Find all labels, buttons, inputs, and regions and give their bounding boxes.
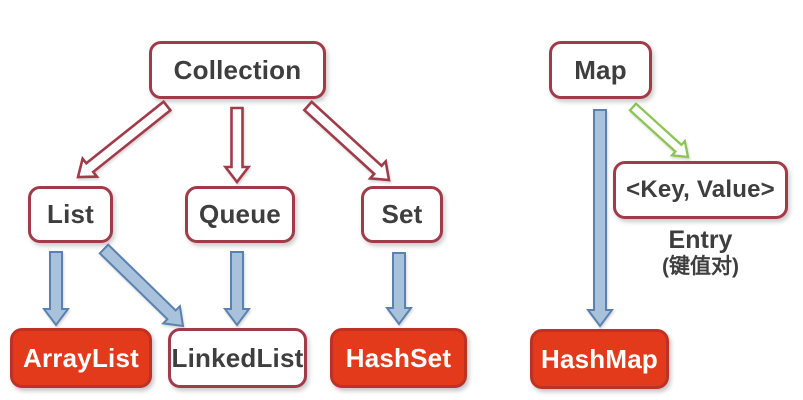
arrow-list-to-arraylist bbox=[42, 251, 70, 327]
node-arraylist: ArrayList bbox=[10, 328, 152, 388]
arrow-collection-to-list bbox=[76, 99, 173, 179]
arrow-map-to-hashmap bbox=[586, 109, 614, 328]
arrow-set-to-hashset bbox=[385, 252, 413, 326]
arrow-list-to-linkedlist bbox=[98, 243, 185, 328]
node-linkedlist: LinkedList bbox=[168, 328, 307, 388]
node-hashset: HashSet bbox=[330, 328, 467, 388]
arrow-collection-to-set bbox=[302, 100, 391, 182]
node-key-value: <Key, Value> bbox=[613, 161, 788, 219]
entry-label: Entry bbox=[668, 226, 733, 254]
node-set: Set bbox=[361, 186, 443, 243]
node-map: Map bbox=[549, 41, 652, 99]
arrow-collection-to-queue bbox=[222, 106, 252, 185]
node-list: List bbox=[28, 186, 113, 243]
node-hashmap: HashMap bbox=[530, 329, 669, 389]
node-collection: Collection bbox=[149, 41, 326, 99]
entry-sublabel: (键值对) bbox=[662, 254, 739, 278]
entry-caption: Entry (键值对) bbox=[613, 226, 788, 279]
arrow-queue-to-linkedlist bbox=[223, 251, 251, 327]
arrow-map-to-keyvalue bbox=[628, 102, 690, 159]
node-queue: Queue bbox=[185, 186, 295, 243]
